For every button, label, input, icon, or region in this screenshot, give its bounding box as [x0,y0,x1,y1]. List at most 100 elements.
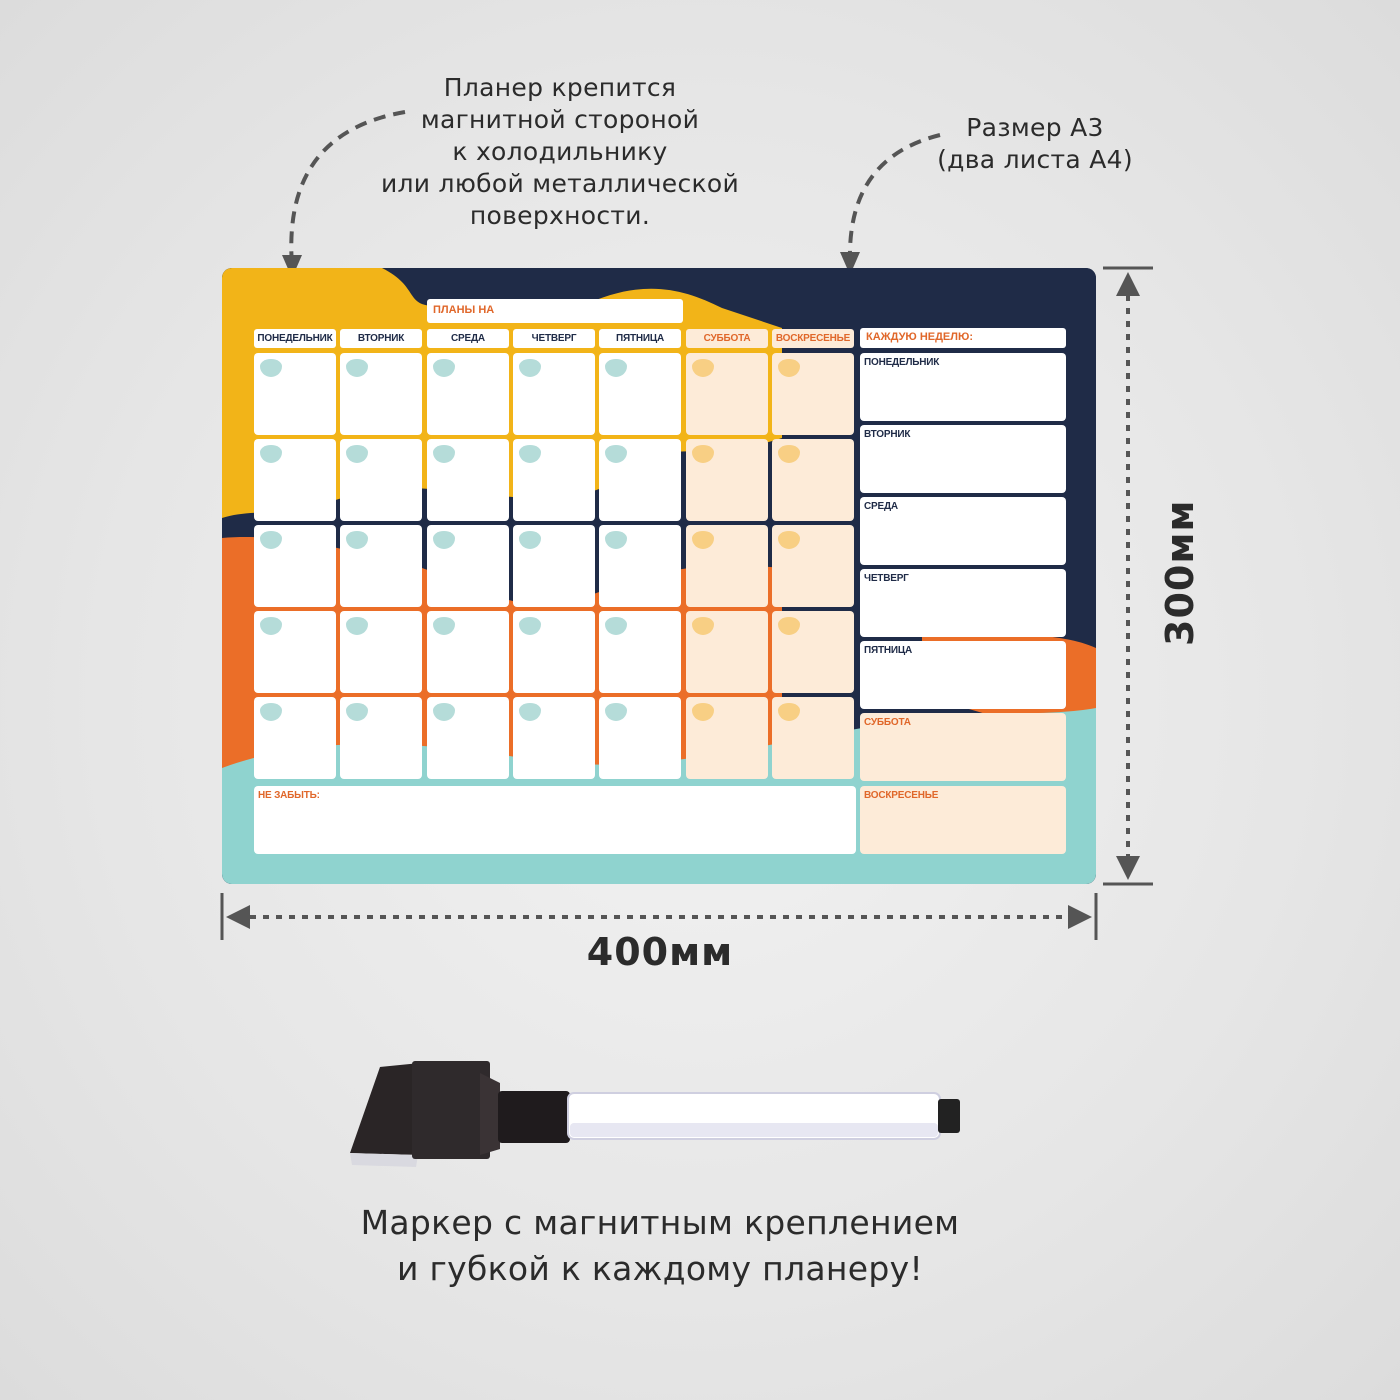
date-marker-icon [778,445,800,463]
weekly-day-box[interactable]: ВТОРНИК [860,425,1066,493]
day-cell[interactable] [686,697,768,779]
width-dimension-label: 400мм [586,930,734,974]
date-marker-icon [778,359,800,377]
weekly-day-label: ЧЕТВЕРГ [864,573,909,584]
date-marker-icon [433,703,455,721]
date-marker-icon [692,359,714,377]
date-marker-icon [346,703,368,721]
weekly-day-box[interactable]: ЧЕТВЕРГ [860,569,1066,637]
day-cell[interactable] [686,525,768,607]
day-cell[interactable] [686,353,768,435]
height-dimension-label: 300мм [1158,499,1202,646]
day-cell[interactable] [513,611,595,693]
height-arrow-top [1116,272,1140,296]
day-cell[interactable] [772,697,854,779]
magnet-arrow-head [282,255,302,278]
day-cell[interactable] [254,697,336,779]
weekly-day-label: СРЕДА [864,501,898,512]
date-marker-icon [433,617,455,635]
magnet-caption-line: к холодильнику [452,137,668,166]
day-cell[interactable] [427,439,509,521]
day-cell[interactable] [599,525,681,607]
day-cell[interactable] [427,353,509,435]
day-cell[interactable] [772,525,854,607]
marker-caption-line: Маркер с магнитным креплением [360,1203,960,1242]
day-cell[interactable] [513,525,595,607]
day-cell[interactable] [254,353,336,435]
dont-forget-box[interactable]: НЕ ЗАБЫТЬ: [254,786,856,854]
day-cell[interactable] [599,697,681,779]
day-cell[interactable] [772,353,854,435]
day-cell[interactable] [340,353,422,435]
marker-cap-holder [412,1061,490,1159]
day-cell[interactable] [340,611,422,693]
date-marker-icon [519,531,541,549]
day-header: ПОНЕДЕЛЬНИК [254,329,336,348]
weekly-day-box[interactable]: ВОСКРЕСЕНЬЕ [860,786,1066,854]
day-cell[interactable] [686,611,768,693]
weekly-day-box[interactable]: СУББОТА [860,713,1066,781]
day-cell[interactable] [340,697,422,779]
marker-cap-side [480,1073,500,1155]
date-marker-icon [346,445,368,463]
date-marker-icon [346,359,368,377]
day-cell[interactable] [427,697,509,779]
day-header: ВТОРНИК [340,329,422,348]
height-arrow-bottom [1116,856,1140,880]
day-cell[interactable] [599,353,681,435]
date-marker-icon [260,617,282,635]
date-marker-icon [260,531,282,549]
sponge-felt [350,1063,420,1155]
weekly-header: КАЖДУЮ НЕДЕЛЮ: [860,328,1066,348]
size-caption-line: (два листа А4) [937,145,1133,174]
date-marker-icon [519,445,541,463]
magnet-caption-line: Планер крепится [443,73,677,102]
weekly-day-label: ПЯТНИЦА [864,645,913,656]
magnet-caption-line: поверхности. [469,201,651,230]
day-header: ВОСКРЕСЕНЬЕ [772,329,854,348]
day-cell[interactable] [340,439,422,521]
day-cell[interactable] [513,697,595,779]
date-marker-icon [778,617,800,635]
weekly-day-label: СУББОТА [864,717,911,728]
day-cell[interactable] [254,525,336,607]
date-marker-icon [260,359,282,377]
weekly-day-label: ВОСКРЕСЕНЬЕ [864,790,939,801]
day-cell[interactable] [427,611,509,693]
day-cell[interactable] [772,611,854,693]
day-cell[interactable] [513,439,595,521]
weekly-day-box[interactable]: СРЕДА [860,497,1066,565]
day-header: ЧЕТВЕРГ [513,329,595,348]
date-marker-icon [778,703,800,721]
marker-illustration [350,1061,960,1167]
day-cell[interactable] [686,439,768,521]
size-arrow [847,133,941,263]
plans-title: ПЛАНЫ НА [433,304,495,316]
day-cell[interactable] [599,439,681,521]
day-cell[interactable] [427,525,509,607]
day-header: ПЯТНИЦА [599,329,681,348]
weekly-day-box[interactable]: ПОНЕДЕЛЬНИК [860,353,1066,421]
date-marker-icon [692,703,714,721]
date-marker-icon [519,703,541,721]
date-marker-icon [433,445,455,463]
date-marker-icon [605,617,627,635]
day-cell[interactable] [513,353,595,435]
plans-title-box[interactable]: ПЛАНЫ НА [427,299,683,323]
magnet-caption-line: или любой металлической [380,169,740,198]
dont-forget-label: НЕ ЗАБЫТЬ: [258,790,320,801]
size-caption: Размер А3(два листа А4) [900,112,1170,176]
weekly-day-box[interactable]: ПЯТНИЦА [860,641,1066,709]
weekly-title: КАЖДУЮ НЕДЕЛЮ: [866,331,973,343]
date-marker-icon [692,445,714,463]
day-cell[interactable] [340,525,422,607]
marker-tip [938,1099,960,1133]
day-cell[interactable] [599,611,681,693]
day-cell[interactable] [254,439,336,521]
date-marker-icon [778,531,800,549]
day-cell[interactable] [254,611,336,693]
date-marker-icon [605,445,627,463]
width-arrow-right [1068,905,1092,929]
day-cell[interactable] [772,439,854,521]
marker-caption-line: и губкой к каждому планеру! [396,1249,923,1288]
